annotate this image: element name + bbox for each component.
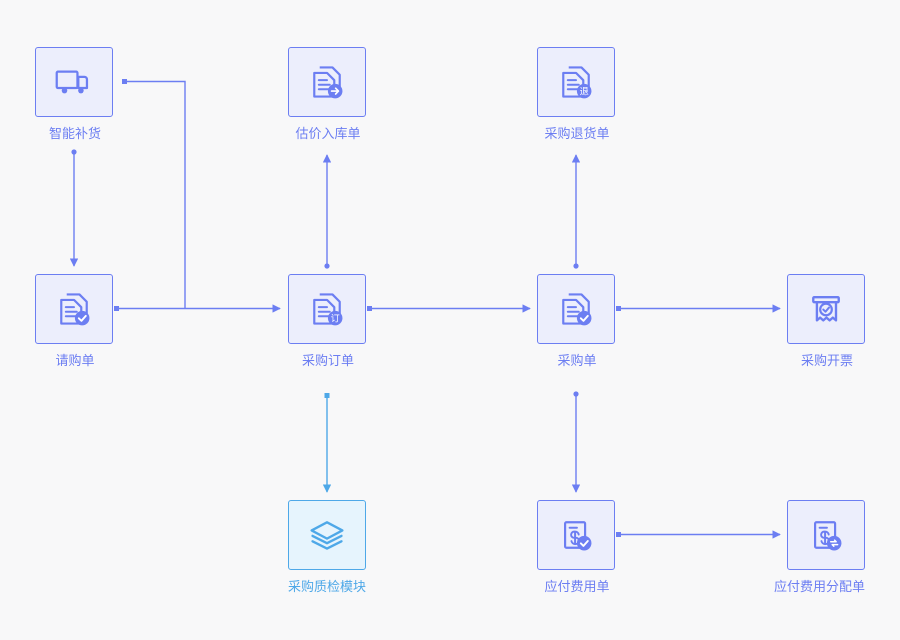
node-requisition-box[interactable]: [35, 274, 113, 344]
node-purchase-invoice-box[interactable]: [787, 274, 865, 344]
node-quality-module[interactable]: 采购质检模块: [288, 500, 368, 595]
connector-purchase-bill-to-payable-expense: [571, 391, 581, 493]
node-purchase-invoice-label: 采购开票: [800, 353, 853, 368]
svg-text:订: 订: [331, 314, 340, 325]
node-purchase-order[interactable]: 订 采购订单: [288, 274, 368, 369]
layers-icon: [310, 521, 344, 550]
node-estimate-inbound-box[interactable]: [288, 47, 366, 117]
invoice-exchange-icon: [814, 521, 842, 551]
node-payable-expense-box[interactable]: [537, 500, 615, 570]
node-estimate-inbound-label: 估价入库单: [295, 126, 361, 141]
node-purchase-return[interactable]: 退 采购退货单: [537, 47, 617, 142]
node-smart-replenish-label: 智能补货: [48, 126, 101, 141]
connector-payable-expense-to-payable-alloc: [616, 530, 781, 539]
connector-smart-replenish-to-purchase-order: [122, 79, 186, 309]
node-purchase-invoice[interactable]: 采购开票: [787, 274, 867, 369]
connector-purchase-order-to-purchase-bill: [367, 304, 531, 313]
node-purchase-bill-box[interactable]: [537, 274, 615, 344]
node-estimate-inbound[interactable]: 估价入库单: [288, 47, 368, 142]
node-quality-module-box[interactable]: [288, 500, 366, 570]
node-purchase-order-box[interactable]: 订: [288, 274, 366, 344]
truck-icon: [55, 70, 89, 94]
invoice-check-icon: [564, 521, 592, 551]
connector-purchase-bill-to-purchase-return: [571, 154, 581, 269]
connector-requisition-to-purchase-order: [114, 304, 281, 313]
node-smart-replenish[interactable]: 智能补货: [35, 47, 115, 142]
node-purchase-order-label: 采购订单: [301, 353, 354, 368]
node-payable-alloc[interactable]: 应付费用分配单: [774, 500, 867, 595]
connector-purchase-order-to-estimate-inbound: [322, 154, 332, 269]
document-order-icon: 订: [313, 293, 343, 326]
document-return-icon: 退: [562, 66, 592, 99]
node-requisition[interactable]: 请购单: [35, 274, 115, 369]
node-purchase-return-box[interactable]: 退: [537, 47, 615, 117]
connector-smart-replenish-to-requisition: [69, 149, 79, 267]
node-smart-replenish-box[interactable]: [35, 47, 113, 117]
document-check-icon: [60, 293, 90, 326]
node-purchase-return-label: 采购退货单: [544, 126, 610, 141]
node-purchase-bill-label: 采购单: [557, 353, 597, 368]
svg-text:退: 退: [580, 87, 589, 98]
connector-purchase-order-to-quality-module: [322, 393, 332, 493]
document-check-icon: [562, 293, 592, 326]
node-payable-expense-label: 应付费用单: [544, 579, 610, 594]
connector-purchase-bill-to-purchase-invoice: [616, 304, 781, 313]
node-quality-module-label: 采购质检模块: [287, 579, 367, 594]
node-payable-alloc-label: 应付费用分配单: [773, 579, 866, 594]
node-payable-expense[interactable]: 应付费用单: [537, 500, 617, 595]
node-payable-alloc-box[interactable]: [787, 500, 865, 570]
receipt-check-icon: [812, 296, 840, 322]
document-arrow-icon: [313, 66, 343, 99]
node-purchase-bill[interactable]: 采购单: [537, 274, 617, 369]
node-requisition-label: 请购单: [55, 353, 95, 368]
